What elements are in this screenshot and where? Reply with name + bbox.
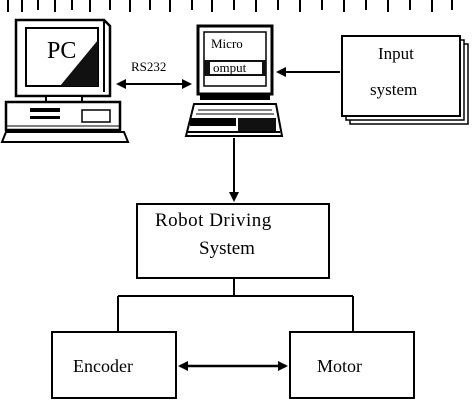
micro-label-line2: omput bbox=[213, 60, 247, 75]
input-label-line2: system bbox=[370, 80, 418, 99]
motor-box bbox=[289, 331, 415, 399]
pc-computer-icon bbox=[0, 18, 130, 143]
rs232-label: RS232 bbox=[131, 59, 167, 74]
motor-label: Motor bbox=[317, 356, 362, 376]
pc-label: PC bbox=[47, 38, 77, 64]
input-label-line1: Input bbox=[378, 44, 414, 63]
robot-driving-system-box bbox=[136, 203, 330, 279]
microcomputer-icon bbox=[184, 24, 284, 137]
encoder-label: Encoder bbox=[73, 356, 133, 376]
robot-label-line2: System bbox=[199, 238, 255, 259]
robot-branch-connector bbox=[117, 278, 354, 332]
robot-label-line1: Robot Driving bbox=[155, 210, 272, 231]
micro-label-line1: Micro bbox=[211, 36, 243, 51]
input-system-pages bbox=[341, 35, 469, 125]
scan-artifact-strip bbox=[7, 0, 453, 12]
encoder-box bbox=[51, 331, 177, 399]
